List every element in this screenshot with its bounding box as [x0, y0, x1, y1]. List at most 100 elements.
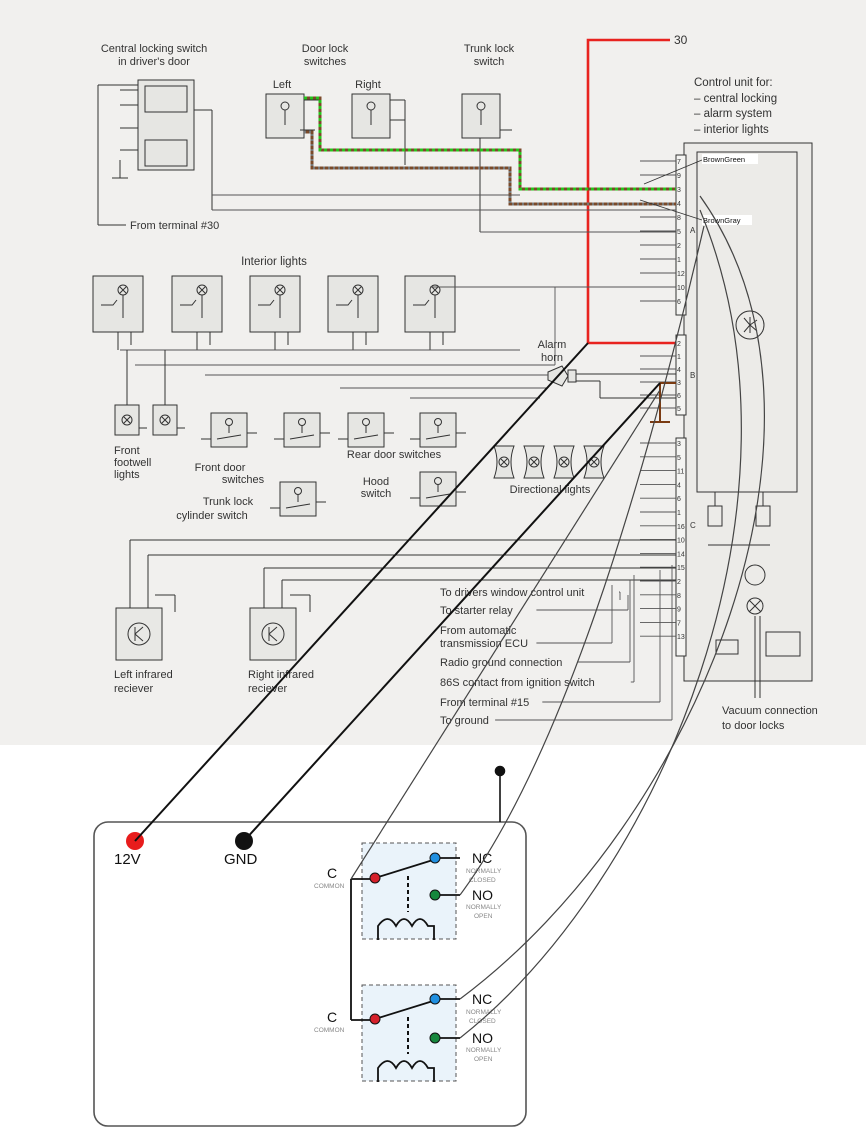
- control-unit-label-3: – alarm system: [694, 108, 772, 120]
- pin-c-label: 13: [677, 634, 685, 641]
- pin-a-label: 2: [677, 243, 681, 250]
- annotation-text: From terminal #15: [440, 697, 529, 709]
- directional-light-3: [553, 445, 575, 479]
- pin-b-label: 1: [677, 354, 681, 361]
- pin-c-label: 3: [677, 441, 681, 448]
- interior-light-4: [327, 275, 379, 350]
- pin-b-label: 3: [677, 380, 681, 387]
- pin-c-label: 15: [677, 565, 685, 572]
- pin-a-label: 3: [677, 187, 681, 194]
- annotation-text: From automatic: [440, 625, 517, 637]
- connector-letter-c: C: [690, 521, 696, 530]
- central-locking-switch: [97, 79, 213, 210]
- annotation-text: 86S contact from ignition switch: [440, 677, 595, 689]
- brown-gray-stripe: [304, 130, 676, 206]
- trunk-cylinder-label-1: Trunk lock: [203, 496, 254, 508]
- terminal-30-label: 30: [674, 33, 688, 47]
- right-ir-label-2: reciever: [248, 683, 287, 695]
- trunk-lock-switch: [461, 93, 512, 232]
- trunk-lock-label-2: switch: [474, 56, 505, 68]
- front-door-switch-1: [201, 412, 257, 448]
- pin-a-label: 10: [677, 285, 685, 292]
- connector-letter-a: A: [690, 226, 696, 235]
- directional-light-4: [583, 445, 605, 479]
- interior-light-1: [92, 275, 144, 350]
- directional-light-2: [523, 445, 545, 479]
- pin-a-label: 6: [677, 299, 681, 306]
- pin-a-label: 4: [677, 201, 681, 208]
- pin-c-label: 4: [677, 482, 681, 489]
- front-door-label-2: switches: [222, 474, 265, 486]
- rear-door-label: Rear door switches: [347, 449, 442, 461]
- hood-label-2: switch: [361, 488, 392, 500]
- pin-c-label: 1: [677, 510, 681, 517]
- left-ir-label-1: Left infrared: [114, 669, 173, 681]
- wire-gnd-to-ground: [243, 382, 661, 842]
- relay-2-common-label: C: [327, 1009, 337, 1025]
- wire-relay2-no-curve: [459, 209, 742, 1039]
- control-unit-label-2: – central locking: [694, 93, 777, 105]
- trunk-cylinder-label-2: cylinder switch: [176, 510, 248, 522]
- relay-1-no-terminal: [429, 889, 441, 901]
- left-ir-label-2: reciever: [114, 683, 153, 695]
- pin-b-label: 2: [677, 341, 681, 348]
- vacuum-label-1: Vacuum connection: [722, 705, 818, 717]
- relay-1-nc-terminal: [429, 852, 441, 864]
- control-unit-label-1: Control unit for:: [694, 77, 773, 89]
- relay-1-nc-sub-2: CLOSED: [469, 877, 496, 884]
- control-unit-label-4: – interior lights: [694, 124, 769, 136]
- brown-gray-tag: [702, 215, 752, 225]
- annotation-text: transmission ECU: [440, 638, 528, 650]
- left-infrared-receiver: [115, 539, 676, 661]
- annotation-text: To ground: [440, 715, 489, 727]
- right-ir-label-1: Right infrared: [248, 669, 314, 681]
- pin-c-label: 7: [677, 620, 681, 627]
- front-door-switch-2: [274, 412, 330, 448]
- interior-lights-label: Interior lights: [241, 256, 307, 268]
- footwell-light-1: [114, 350, 147, 436]
- relay-1-common-label: C: [327, 865, 337, 881]
- front-door-label-1: Front door: [195, 462, 246, 474]
- trunk-cylinder-switch: [270, 481, 326, 517]
- brown-green-stripe: [304, 96, 676, 191]
- front-footwell-lights: [114, 350, 185, 436]
- relay-2-common-sub: COMMON: [314, 1027, 345, 1034]
- relay-1-no-label: NO: [472, 887, 493, 903]
- alarm-horn-label-2: horn: [541, 352, 563, 364]
- pin-c-label: 16: [677, 524, 685, 531]
- interior-lights-group: [92, 275, 456, 350]
- brown-gray-tag-text: BrownGray: [703, 216, 741, 225]
- hood-switch: [410, 471, 466, 507]
- relay-2-no-label: NO: [472, 1030, 493, 1046]
- interior-light-2: [171, 275, 223, 350]
- pin-a-label: 5: [677, 229, 681, 236]
- from-terminal-30-label: From terminal #30: [130, 220, 219, 232]
- relay-2-no-sub-2: OPEN: [474, 1056, 493, 1063]
- relay-2-nc-label: NC: [472, 991, 492, 1007]
- relay-2-nc-sub-2: CLOSED: [469, 1018, 496, 1025]
- right-infrared-receiver: [249, 567, 676, 661]
- central-switch-label-2: in driver's door: [118, 56, 190, 68]
- connector-letter-b: B: [690, 371, 695, 380]
- pin-a-label: 9: [677, 173, 681, 180]
- relay-1-nc-sub-1: NORMALLY: [466, 868, 502, 875]
- antenna: [494, 765, 506, 822]
- wire-common-to-directional: [350, 389, 661, 880]
- footwell-label-2: footwell: [114, 457, 151, 469]
- directional-light-1: [493, 445, 515, 479]
- door-left-label: Left: [273, 79, 291, 91]
- relay-1-common-terminal: [369, 872, 381, 884]
- annotation-text: To drivers window control unit: [440, 587, 584, 599]
- ground-label: GND: [224, 851, 258, 868]
- pin-c-label: 6: [677, 496, 681, 503]
- door-right-label: Right: [355, 79, 381, 91]
- pin-a-label: 7: [677, 159, 681, 166]
- relay-2-nc-terminal: [429, 993, 441, 1005]
- rear-door-switch-2: [410, 412, 466, 448]
- pin-b-label: 6: [677, 393, 681, 400]
- directional-lights: [493, 445, 605, 479]
